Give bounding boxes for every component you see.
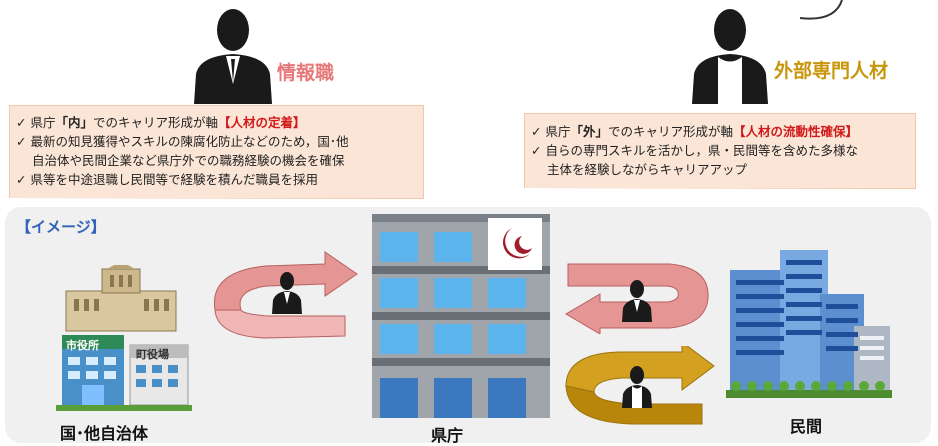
- mid-right-cycle-arrow: [565, 263, 709, 334]
- private-sector-buildings-icon: [726, 250, 892, 398]
- info-line1-emphasis: 【人材の定着】: [217, 115, 306, 130]
- ext-line1-c: でのキャリア形成が軸: [607, 124, 733, 139]
- top-curve-decoration: [799, 0, 843, 20]
- external-role-title: 外部専門人材: [774, 60, 889, 82]
- info-line1-a: ✓ 県庁: [16, 115, 56, 130]
- ext-line2: ✓ 自らの専門スキルを活かし，県・民間等を含めた多様な: [531, 143, 858, 158]
- person-suit-small-icon: [272, 272, 302, 314]
- person-suit-icon: [194, 9, 272, 104]
- info-line3: 自治体や民間企業など県庁外での職務経験の機会を確保: [32, 153, 345, 168]
- right-caption: 民間: [790, 417, 823, 436]
- government-buildings-icon: [56, 265, 192, 411]
- info-description-text: ✓ 県庁「内」でのキャリア形成が軸【人材の定着】 ✓ 最新の知見獲得やスキルの陳…: [16, 113, 349, 189]
- center-caption: 県庁: [431, 426, 464, 445]
- ext-line1-outside: 「外」: [570, 124, 608, 139]
- info-line1-inside: 「内」: [55, 115, 93, 130]
- info-line2: ✓ 最新の知見獲得やスキルの陳腐化防止などのため，国･他: [16, 134, 349, 149]
- prefectural-office-building-icon: [372, 214, 550, 418]
- external-description-box: [524, 113, 916, 189]
- info-line1-c: でのキャリア形成が軸: [92, 115, 218, 130]
- person-casual-small-icon: [622, 366, 652, 408]
- ext-line1-emphasis: 【人材の流動性確保】: [732, 124, 858, 139]
- city-hall-sign: 市役所: [66, 339, 99, 352]
- external-description-text: ✓ 県庁「外」でのキャリア形成が軸【人材の流動性確保】 ✓ 自らの専門スキルを活…: [531, 122, 858, 179]
- person-casual-icon: [692, 9, 768, 104]
- ext-line1-a: ✓ 県庁: [531, 124, 571, 139]
- person-suit-small-icon-2: [622, 280, 652, 322]
- left-caption: 国･他自治体: [60, 424, 149, 443]
- town-hall-sign: 町役場: [136, 348, 169, 361]
- info-description-box: [9, 105, 424, 199]
- image-label: 【イメージ】: [16, 218, 106, 236]
- info-role-title: 情報職: [277, 62, 335, 84]
- ext-line3: 主体を経験しながらキャリアアップ: [547, 162, 748, 177]
- info-line4: ✓ 県等を中途退職し民間等で経験を積んだ職員を採用: [16, 172, 318, 187]
